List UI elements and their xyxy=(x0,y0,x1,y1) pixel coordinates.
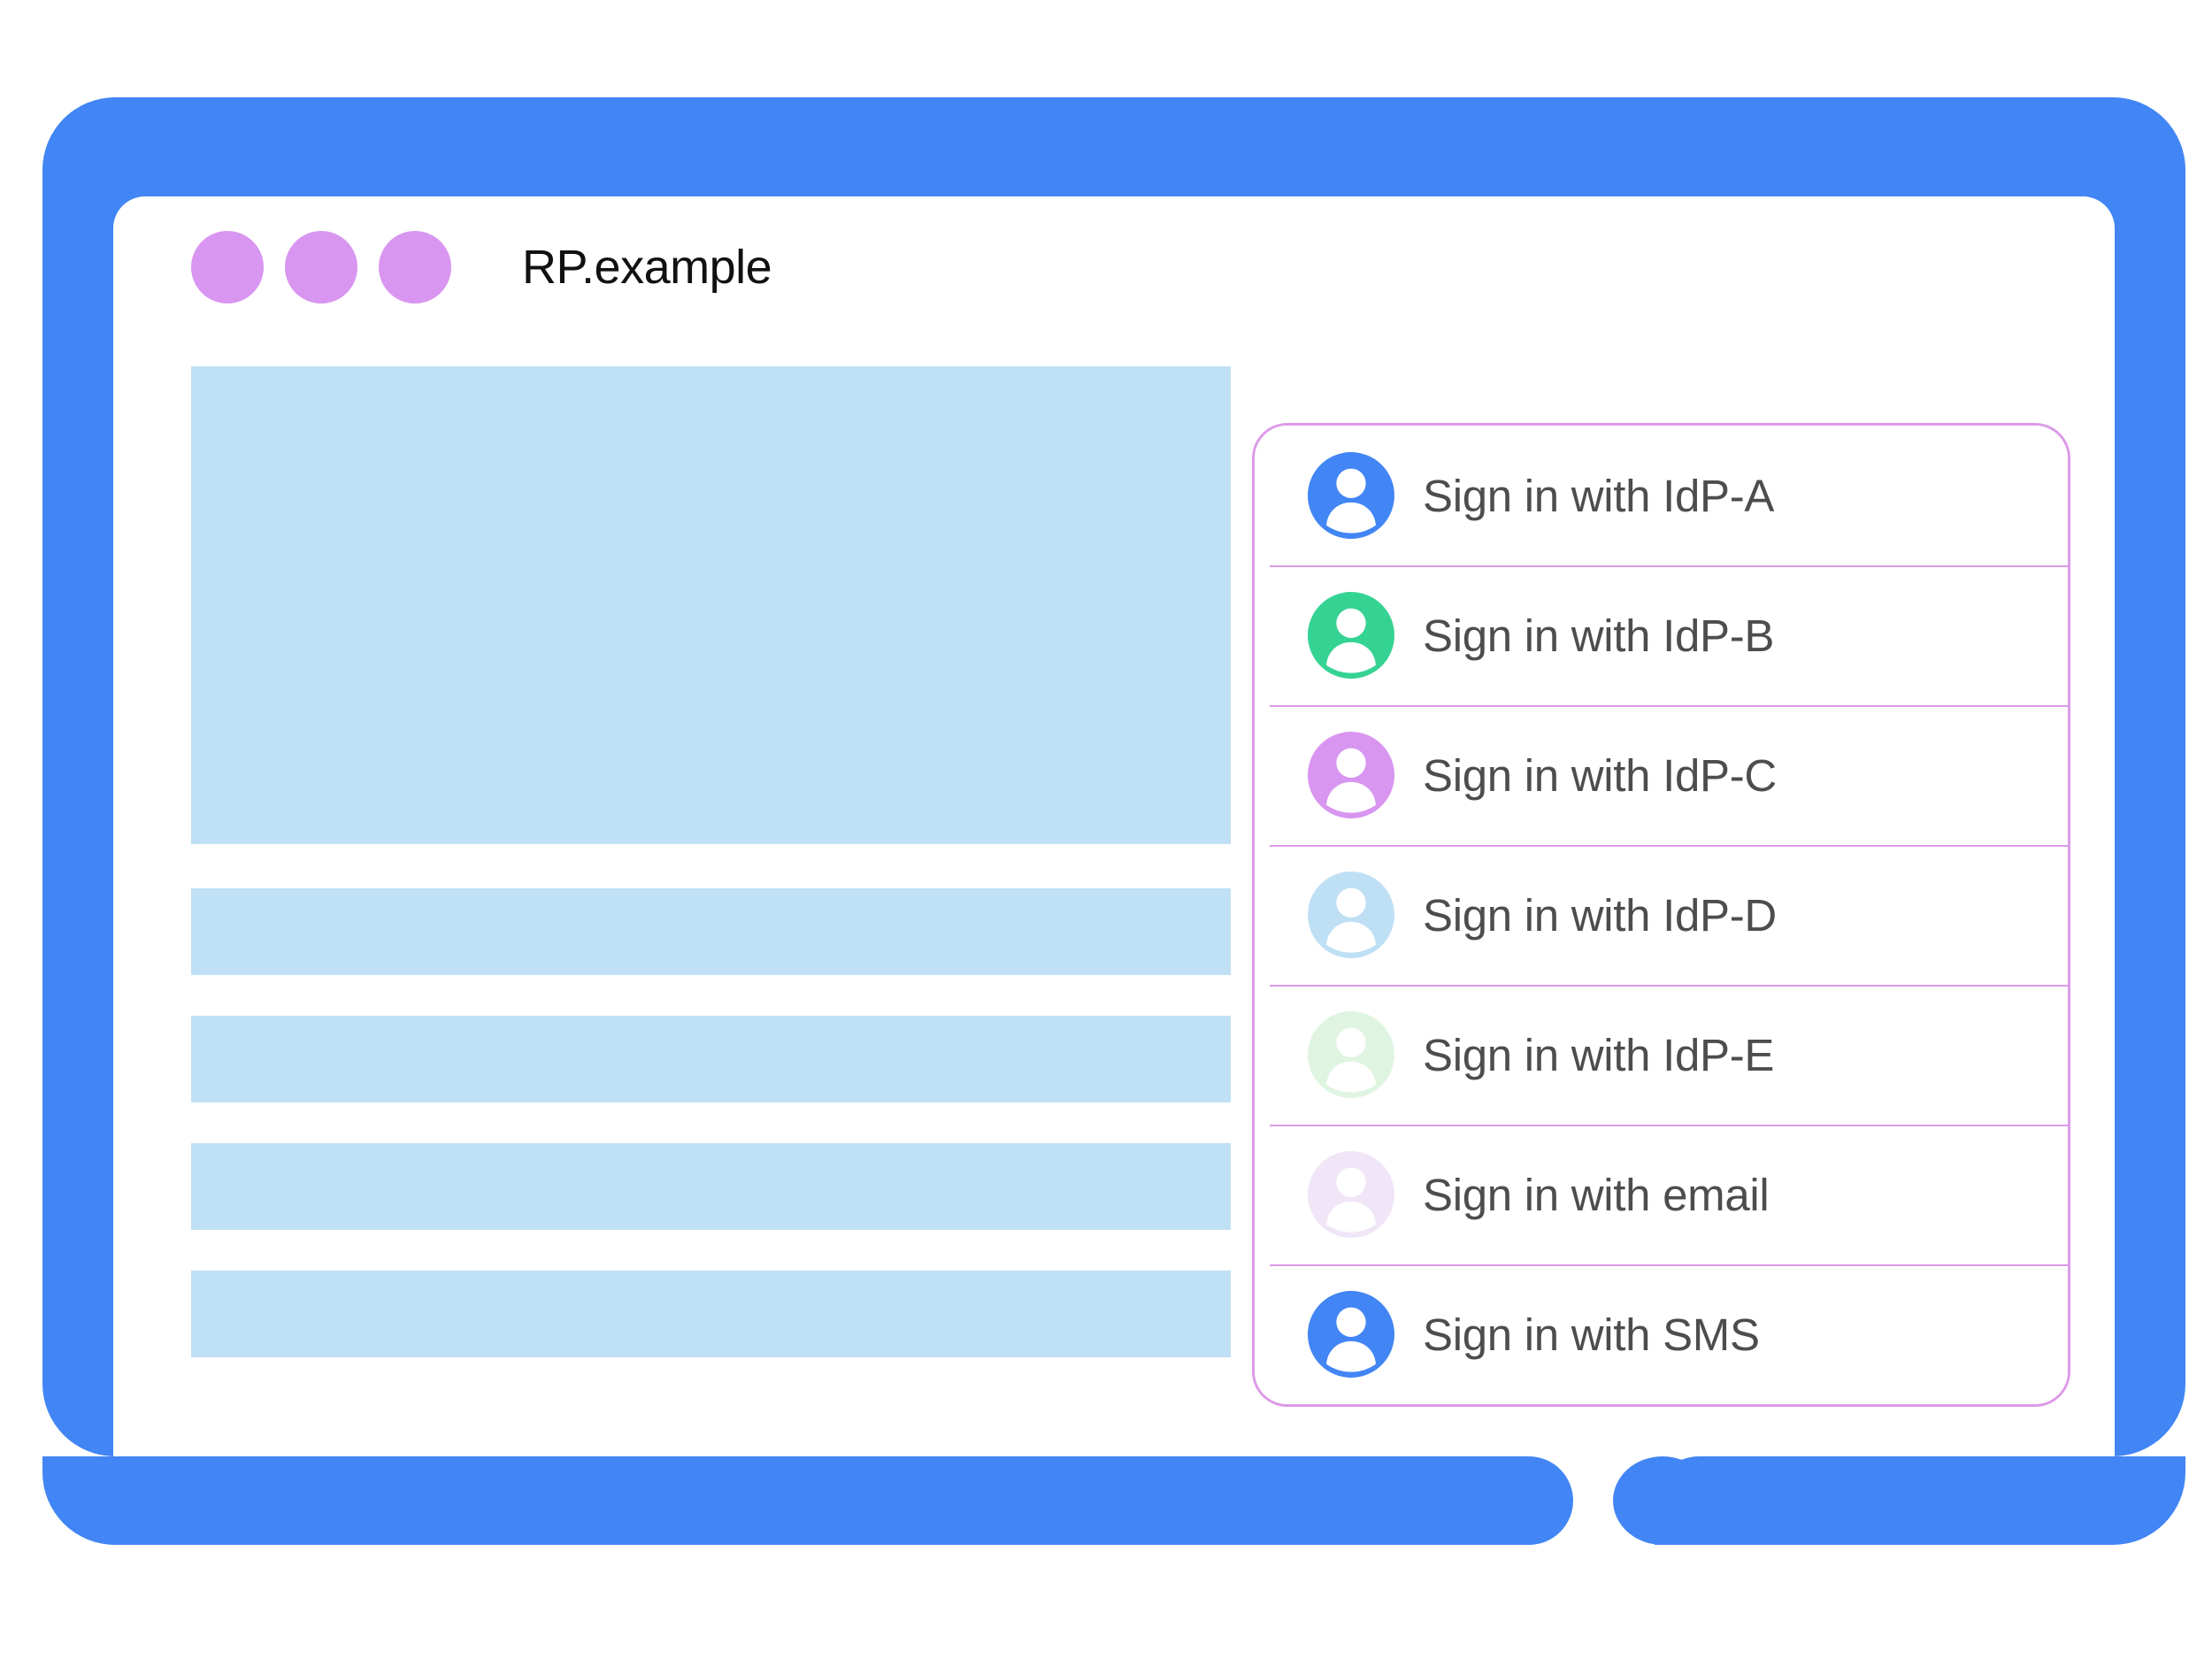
account-chooser-item-label: Sign in with IdP-A xyxy=(1423,470,1775,521)
content-placeholder-block xyxy=(191,1271,1231,1357)
content-placeholder-block xyxy=(191,366,1231,844)
account-chooser-item-label: Sign in with IdP-B xyxy=(1423,610,1775,661)
account-chooser-item[interactable]: Sign in with SMS xyxy=(1255,1264,2068,1404)
bezel-bar-right xyxy=(1655,1456,2185,1545)
account-chooser-item-label: Sign in with IdP-E xyxy=(1423,1029,1775,1080)
account-chooser-item-label: Sign in with email xyxy=(1423,1169,1770,1220)
page-title: RP.example xyxy=(522,241,772,294)
person-avatar-icon xyxy=(1308,1291,1394,1378)
account-chooser-item[interactable]: Sign in with IdP-A xyxy=(1255,426,2068,565)
person-avatar-icon xyxy=(1308,872,1394,958)
content-placeholder-group xyxy=(191,366,1231,1357)
person-avatar-icon xyxy=(1308,452,1394,539)
account-chooser-item[interactable]: Sign in with email xyxy=(1255,1125,2068,1264)
account-chooser-item[interactable]: Sign in with IdP-C xyxy=(1255,705,2068,845)
person-avatar-icon xyxy=(1308,1011,1394,1098)
title-bar: RP.example xyxy=(113,196,2115,338)
person-avatar-icon xyxy=(1308,1151,1394,1238)
bezel-bar-left xyxy=(42,1456,1573,1545)
person-avatar-icon xyxy=(1308,732,1394,818)
window-dot-3[interactable] xyxy=(379,231,451,303)
content-placeholder-block xyxy=(191,888,1231,975)
account-chooser-item[interactable]: Sign in with IdP-D xyxy=(1255,845,2068,985)
home-button[interactable] xyxy=(1613,1456,1712,1545)
account-chooser-item-label: Sign in with SMS xyxy=(1423,1309,1760,1360)
window-dot-1[interactable] xyxy=(191,231,264,303)
account-chooser-item[interactable]: Sign in with IdP-B xyxy=(1255,565,2068,705)
content-placeholder-block xyxy=(191,1016,1231,1102)
window-dot-2[interactable] xyxy=(285,231,357,303)
person-avatar-icon xyxy=(1308,592,1394,679)
account-chooser-item[interactable]: Sign in with IdP-E xyxy=(1255,985,2068,1125)
account-chooser-item-label: Sign in with IdP-D xyxy=(1423,889,1777,941)
bottom-bezel xyxy=(42,1456,2185,1545)
account-chooser-dialog: Sign in with IdP-A Sign in with IdP-B Sign… xyxy=(1252,423,2070,1407)
frame-bottom-corners xyxy=(42,1456,2185,1545)
account-chooser-item-label: Sign in with IdP-C xyxy=(1423,749,1777,801)
content-placeholder-block xyxy=(191,1143,1231,1230)
